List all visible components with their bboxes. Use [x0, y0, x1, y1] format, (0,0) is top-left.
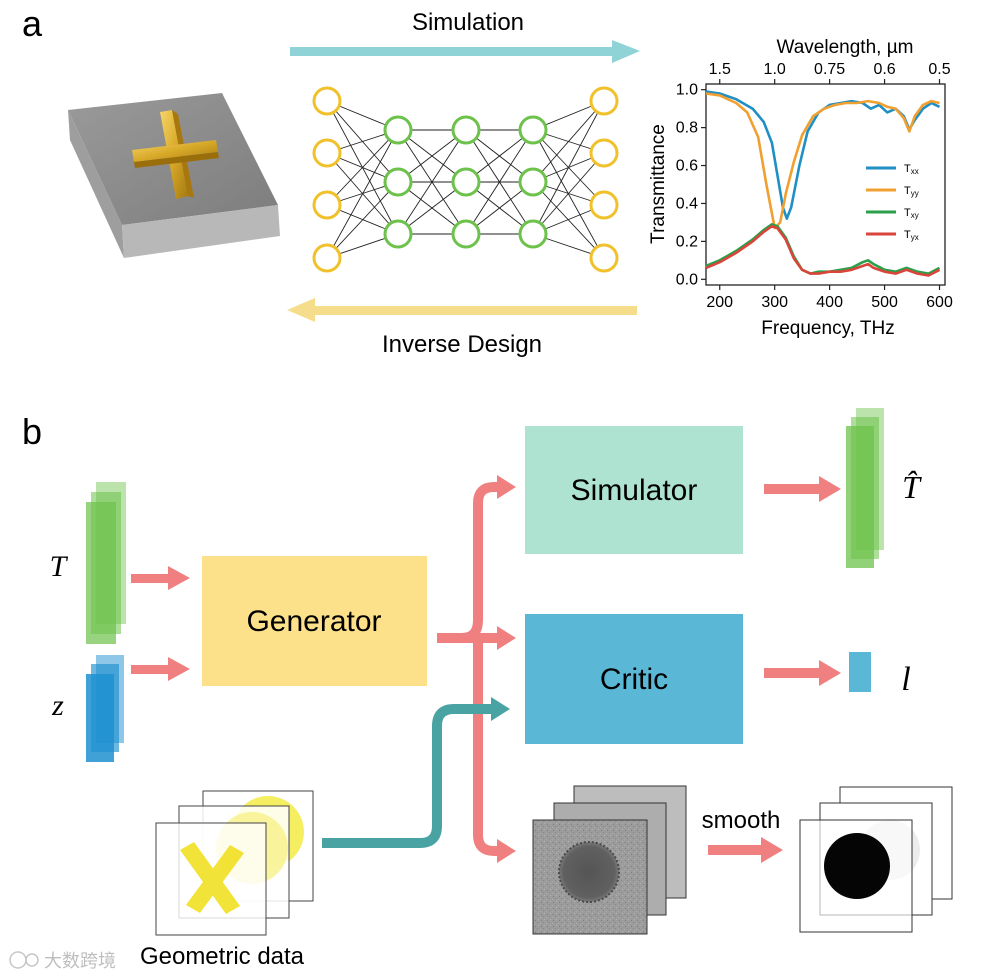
chart-plot-frame	[705, 83, 946, 286]
legend-label-txy: Txy	[904, 207, 919, 220]
neural-network-icon	[312, 86, 619, 273]
legend-label-tyy: Tyy	[904, 185, 919, 198]
hidden-node	[518, 167, 548, 197]
hidden-node	[383, 115, 413, 145]
generator-output-arrows	[437, 482, 500, 856]
legend-label-txx: Txx	[904, 163, 919, 176]
y-tick-label: 0.4	[676, 195, 698, 212]
simulator-label: Simulator	[571, 474, 698, 507]
generator-box	[202, 556, 427, 686]
critic-box	[525, 614, 743, 744]
hidden-node	[451, 167, 481, 197]
y-tick-label: 0.6	[676, 158, 698, 175]
inverse-design-label: Inverse Design	[382, 331, 542, 358]
x-tick-label: 400	[816, 294, 843, 311]
critic-score-box	[849, 652, 871, 692]
output-node	[589, 243, 619, 273]
input-T-arrow	[131, 566, 190, 590]
geometric-data-stack	[155, 790, 314, 936]
latent-vector-stack	[86, 655, 124, 762]
cross-shape-icon	[180, 842, 244, 914]
hidden-node	[518, 115, 548, 145]
output-node	[589, 138, 619, 168]
input-node	[312, 190, 342, 220]
panel-b-label: b	[22, 411, 42, 452]
top-tick-label: 0.75	[814, 61, 845, 78]
geometric-data-label: Geometric data	[140, 943, 305, 970]
simulator-box	[525, 426, 743, 554]
smooth-label: smooth	[702, 807, 781, 834]
output-T-hat-label: T̂	[902, 469, 922, 505]
target-spectrum-stack	[86, 482, 126, 644]
chart-top-axis-label: Wavelength, µm	[777, 37, 914, 58]
series-line-tyy	[705, 92, 940, 230]
input-z-label: z	[51, 689, 64, 722]
network-connection	[326, 129, 399, 259]
critic-output-arrow	[764, 660, 841, 686]
x-tick-label: 500	[871, 294, 898, 311]
simulation-label: Simulation	[412, 9, 524, 36]
watermark-text: 大数跨境	[44, 951, 116, 971]
hidden-node	[383, 167, 413, 197]
y-tick-label: 0.2	[676, 233, 698, 250]
top-tick-label: 1.0	[764, 61, 786, 78]
top-tick-label: 0.5	[928, 61, 950, 78]
geometric-data-arrow	[322, 697, 510, 848]
series-line-tyx	[705, 224, 941, 277]
y-tick-label: 1.0	[676, 82, 698, 99]
y-tick-label: 0.0	[676, 271, 698, 288]
smoothed-pattern-stack	[799, 786, 953, 933]
y-tick-label: 0.8	[676, 120, 698, 137]
smooth-arrow	[708, 837, 783, 863]
gold-cross-on-substrate-icon	[68, 93, 280, 258]
top-tick-label: 0.6	[873, 61, 895, 78]
transmittance-chart: 200 300 400 500 600 0.0 0.2 0.4 0.6 0.8 1.0 1.5 1.0 0…	[648, 37, 953, 339]
network-connection	[532, 100, 605, 235]
predicted-spectrum-stack	[846, 408, 884, 568]
output-node	[589, 190, 619, 220]
hidden-node	[451, 219, 481, 249]
input-node	[312, 138, 342, 168]
top-tick-label: 1.5	[709, 61, 731, 78]
legend-label-tyx: Tyx	[904, 229, 919, 242]
network-connection	[465, 129, 534, 235]
panel-a-label: a	[22, 3, 43, 44]
network-connection	[532, 100, 605, 183]
x-tick-label: 600	[926, 294, 953, 311]
network-connection	[532, 181, 605, 259]
input-z-arrow	[131, 657, 190, 681]
input-T-label: T	[50, 550, 69, 583]
input-node	[312, 86, 342, 116]
network-connection	[326, 181, 399, 259]
x-tick-label: 200	[706, 294, 733, 311]
hidden-node	[518, 219, 548, 249]
network-connection	[397, 129, 467, 235]
output-l-label: l	[901, 661, 910, 698]
hidden-node	[451, 115, 481, 145]
network-connection	[532, 152, 605, 235]
generated-pattern-stack	[532, 785, 687, 935]
input-node	[312, 243, 342, 273]
simulator-output-arrow	[764, 476, 841, 502]
chart-x-axis-label: Frequency, THz	[761, 318, 894, 339]
x-tick-label: 300	[761, 294, 788, 311]
chart-y-axis-label: Transmittance	[648, 124, 669, 244]
simulation-arrow	[290, 40, 640, 63]
inverse-design-arrow	[287, 298, 637, 322]
output-node	[589, 86, 619, 116]
generator-label: Generator	[246, 605, 381, 638]
hidden-node	[383, 219, 413, 249]
watermark: 大数跨境	[9, 951, 116, 971]
network-connection	[326, 129, 399, 206]
critic-label: Critic	[600, 663, 668, 696]
generator-output-arrowheads	[497, 475, 516, 863]
